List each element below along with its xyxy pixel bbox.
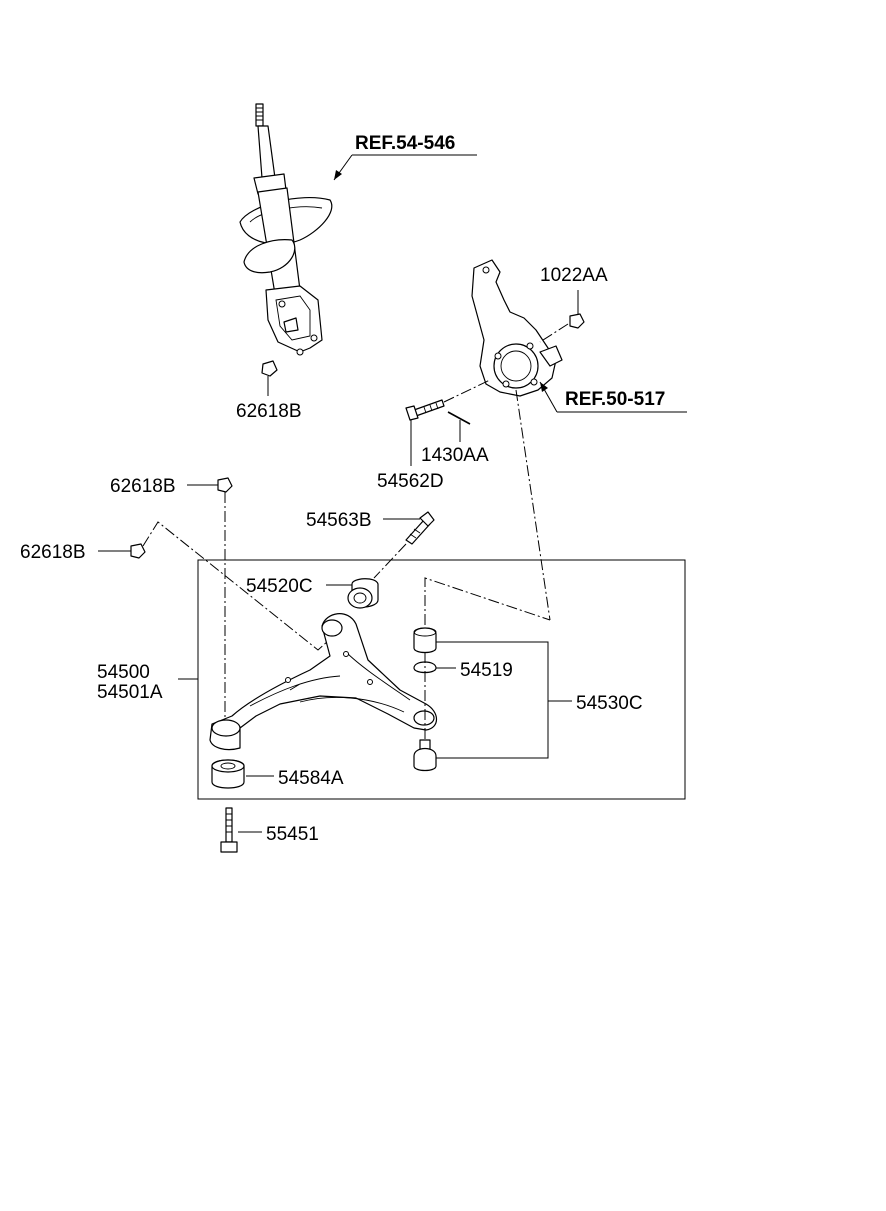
part-label-54584a[interactable]: 54584A: [278, 768, 344, 789]
part-label-54530c[interactable]: 54530C: [576, 693, 643, 714]
part-label-1022aa[interactable]: 1022AA: [540, 265, 608, 286]
ref-knuckle-callout: REF.50-517: [539, 381, 687, 413]
ball-joint-stud: [413, 739, 437, 772]
ref-knuckle-label[interactable]: REF.50-517: [565, 389, 665, 410]
lower-control-arm: [209, 613, 438, 751]
part-label-62618b-upper[interactable]: 62618B: [110, 476, 176, 497]
ref-strut-label[interactable]: REF.54-546: [355, 133, 455, 154]
part-label-54562d[interactable]: 54562D: [377, 471, 444, 492]
part-label-54500[interactable]: 54500: [97, 662, 150, 683]
part-label-54519[interactable]: 54519: [460, 660, 513, 681]
steering-knuckle: [471, 259, 563, 397]
part-label-1430aa[interactable]: 1430AA: [421, 445, 489, 466]
part-label-54563b[interactable]: 54563B: [306, 510, 372, 531]
part-label-62618b-left[interactable]: 62618B: [20, 542, 86, 563]
bushing-54584a: [211, 759, 245, 789]
ball-joint-boot: [413, 627, 437, 654]
part-label-55451[interactable]: 55451: [266, 824, 319, 845]
bolt-55451: [220, 807, 238, 853]
part-label-62618b-strut[interactable]: 62618B: [236, 401, 302, 422]
ref-strut-callout: REF.54-546: [333, 133, 477, 181]
bolt-54563b: [405, 511, 435, 545]
strut-assembly: [239, 103, 333, 377]
part-label-54520c[interactable]: 54520C: [246, 576, 313, 597]
part-label-54501a[interactable]: 54501A: [97, 682, 163, 703]
bolt-54562d: [405, 399, 445, 421]
bushing-54520c: [347, 578, 379, 609]
